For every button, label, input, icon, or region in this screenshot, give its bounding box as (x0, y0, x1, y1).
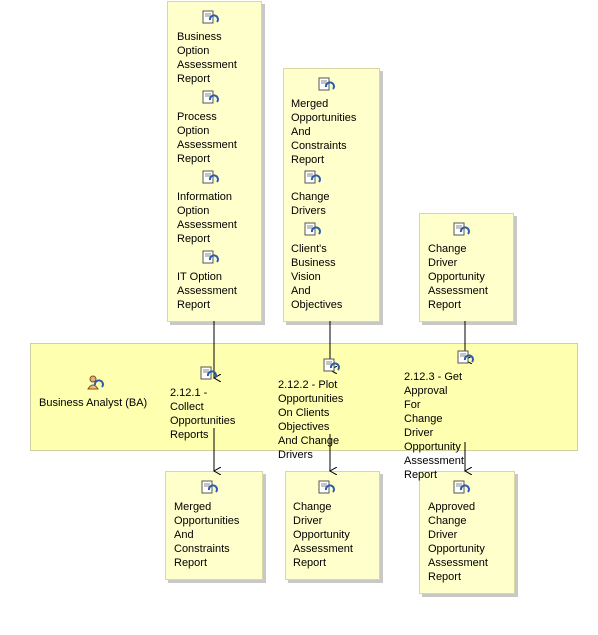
input-item-label: Merged Opportunities And Constraints Rep… (291, 98, 357, 166)
output-item-label: Approved Change Driver Opportunity Asses… (428, 501, 488, 583)
output-artifacts-box-1 (165, 471, 263, 580)
work-product-icon (318, 77, 335, 91)
input-artifacts-box-1 (167, 1, 262, 322)
task-label: 2.12.3 - Get Approval For Change Driver … (404, 371, 464, 481)
work-product-icon (201, 480, 218, 494)
output-artifacts-box-3 (419, 471, 515, 594)
role-label: Business Analyst (BA) (39, 397, 148, 409)
task-icon (457, 350, 474, 364)
input-artifacts-box-2 (283, 68, 380, 322)
work-product-icon (202, 90, 219, 104)
work-product-icon (202, 170, 219, 184)
work-product-icon (453, 222, 470, 236)
task-icon (323, 358, 340, 372)
work-product-icon (304, 222, 321, 236)
role-swimlane (30, 343, 578, 451)
work-product-icon (453, 480, 470, 494)
task-label: 2.12.1 - Collect Opportunities Reports (170, 387, 236, 441)
input-item-label: Information Option Assessment Report (177, 191, 237, 245)
work-product-icon (304, 170, 321, 184)
input-item-label: Process Option Assessment Report (177, 111, 237, 165)
input-item-label: Change Driver Opportunity Assessment Rep… (428, 243, 488, 311)
input-artifacts-box-3 (419, 213, 514, 322)
input-item-label: IT Option Assessment Report (177, 271, 237, 311)
work-product-icon (202, 250, 219, 264)
task-label: 2.12.2 - Plot Opportunities On Clients O… (278, 379, 344, 461)
input-item-label: Business Option Assessment Report (177, 31, 237, 85)
output-item-label: Change Driver Opportunity Assessment Rep… (293, 501, 353, 569)
input-item-label: Client's Business Vision And Objectives (291, 243, 343, 311)
role-icon (87, 375, 104, 390)
task-icon (200, 366, 217, 380)
work-product-icon (318, 480, 335, 494)
work-product-icon (202, 10, 219, 24)
output-item-label: Merged Opportunities And Constraints Rep… (174, 501, 240, 569)
input-item-label: Change Drivers (291, 191, 330, 217)
